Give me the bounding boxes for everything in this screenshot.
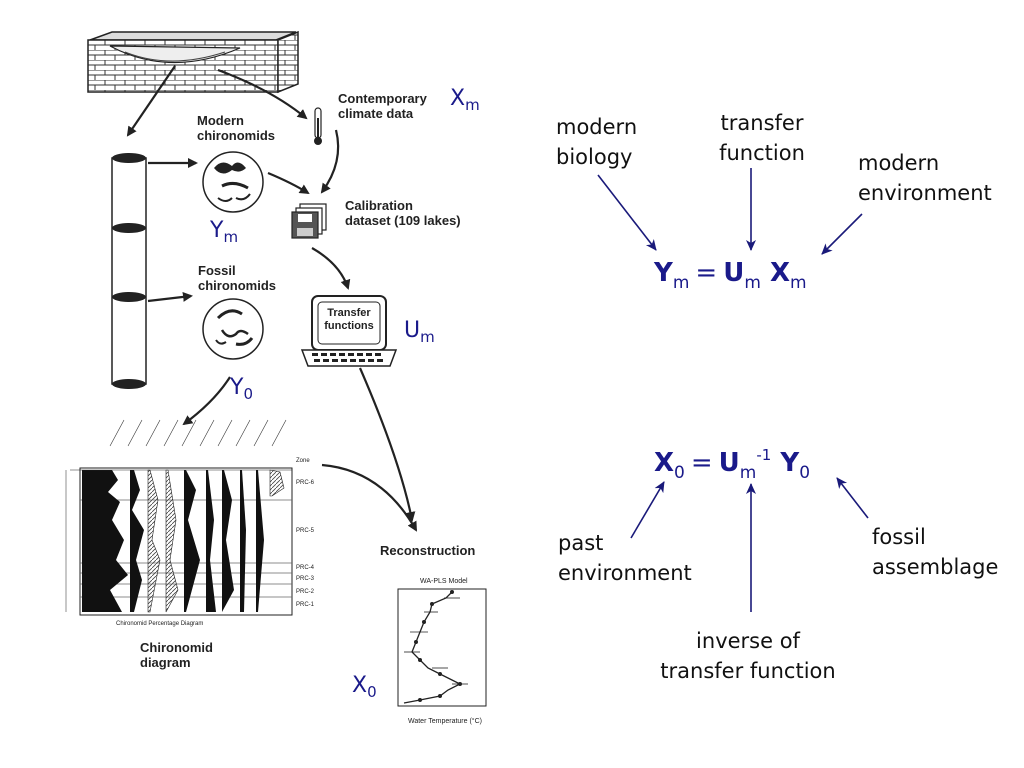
symbol-ym: Ym	[210, 218, 239, 246]
zone-label: PRC-1	[296, 602, 315, 608]
arrow-core-to-fossil	[147, 291, 193, 303]
zone-label: PRC-6	[296, 480, 315, 486]
reconstruction-plot-illustration	[397, 588, 487, 707]
chironomid-stratigraphy-illustration	[65, 419, 293, 616]
modern-chironomids-illustration	[202, 151, 264, 213]
symbol-x0: X0	[352, 673, 377, 701]
label-modern-biology: modern biology	[556, 115, 638, 169]
arrow-fossil-to-diagram	[182, 376, 231, 426]
zone-header: Zone	[296, 458, 310, 464]
fossil-chironomids-label: Fossil chironomids	[198, 263, 277, 293]
arrow-modern-biology	[597, 174, 657, 251]
arrow-diagram-to-reconstruction	[321, 463, 417, 532]
symbol-y0: Y0	[230, 375, 253, 403]
label-modern-environment: modern environment	[858, 151, 992, 205]
fossil-chironomids-illustration	[202, 298, 264, 360]
label-transfer-function: transfer function	[719, 111, 805, 165]
computer-icon	[300, 295, 398, 367]
arrow-modern-to-calibration	[267, 171, 310, 195]
modern-chironomids-label: Modern chironomids	[197, 113, 276, 143]
zone-label: PRC-3	[296, 576, 315, 582]
zone-label: PRC-2	[296, 589, 315, 595]
arrow-past-environment	[630, 481, 665, 539]
water-temperature-axis-label: Water Temperature (°C)	[408, 718, 482, 725]
floppy-disks-icon	[291, 203, 327, 239]
reconstruction-label: Reconstruction	[380, 543, 476, 558]
contemporary-climate-data-label: Contemporary climate data	[338, 91, 427, 121]
lake-block-illustration	[87, 30, 299, 94]
arrow-fossil-assemblage	[836, 477, 869, 519]
arrow-lake-to-climate	[217, 68, 308, 120]
label-inverse-transfer-function: inverse of transfer function	[660, 629, 836, 683]
calibration-dataset-label: Calibration dataset (109 lakes)	[345, 198, 461, 228]
arrow-lake-to-core	[126, 65, 176, 137]
symbol-um: Um	[404, 318, 435, 346]
wa-pls-model-label: WA-PLS Model	[420, 578, 468, 585]
forward-equation: Ym=Um Xm	[654, 258, 807, 293]
inverse-equation: X0=Um-1 Y0	[654, 446, 811, 483]
label-fossil-assemblage: fossil assemblage	[872, 525, 999, 579]
chironomid-diagram-label: Chironomid diagram	[140, 640, 213, 670]
zone-label: PRC-5	[296, 528, 315, 534]
arrow-calibration-to-transfer	[311, 247, 351, 290]
thermometer-icon	[314, 107, 322, 145]
arrow-transfer-to-reconstruction	[358, 367, 416, 522]
inverse-equation-arrows	[630, 477, 869, 612]
sediment-core-illustration	[111, 153, 147, 389]
transfer-functions-label: Transfer functions	[324, 307, 374, 332]
symbol-xm: Xm	[450, 86, 480, 114]
workflow-arrows	[126, 65, 417, 532]
forward-equation-arrows	[597, 168, 863, 255]
label-past-environment: past environment	[558, 531, 692, 585]
arrow-modern-environment	[821, 213, 863, 255]
zone-label: PRC-4	[296, 565, 315, 571]
percentage-diagram-axis-label: Chironomid Percentage Diagram	[116, 621, 204, 627]
arrow-climate-to-calibration	[320, 129, 340, 194]
